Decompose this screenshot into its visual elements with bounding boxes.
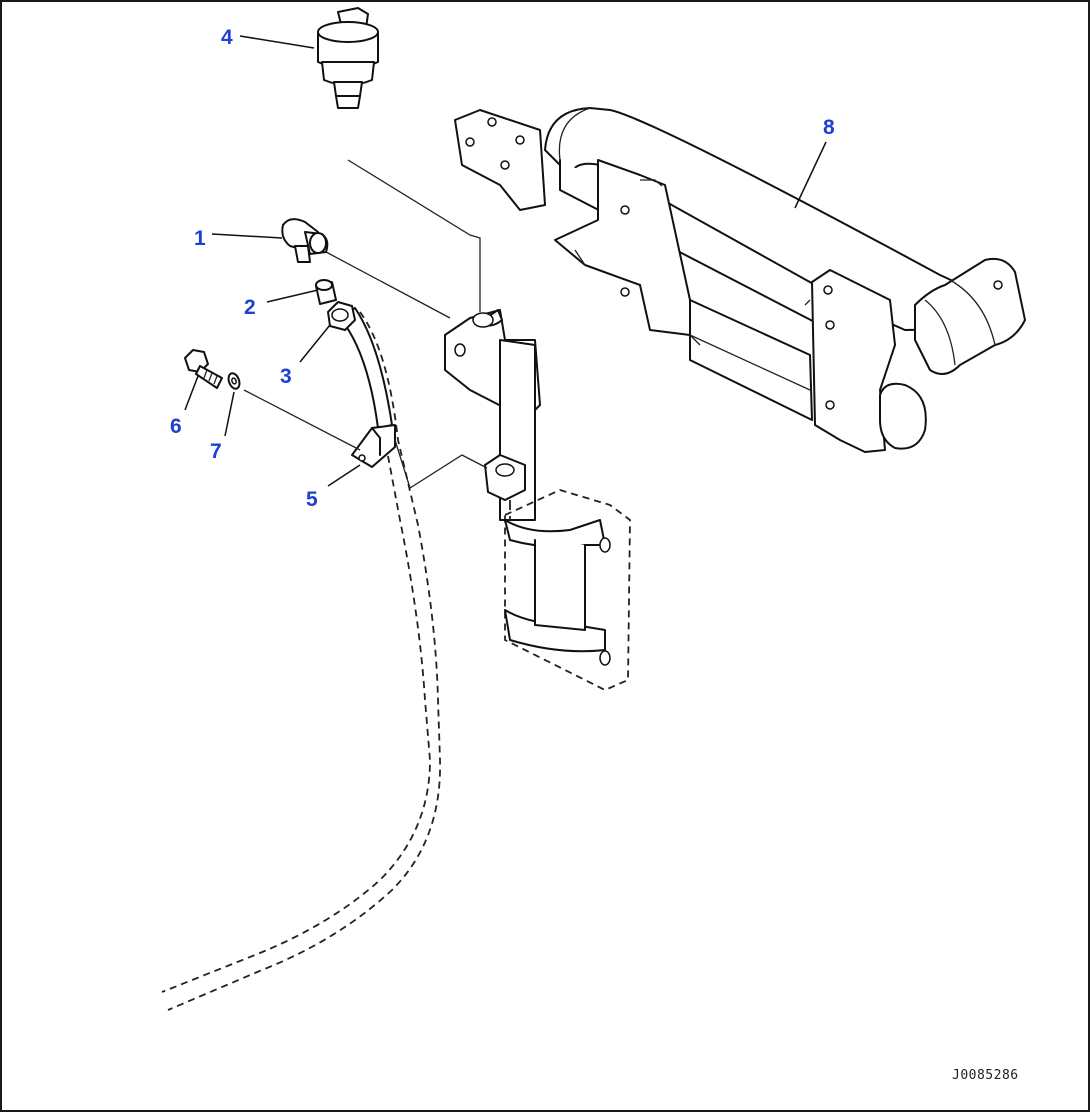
hose-nut-part-3 (327, 301, 356, 331)
washer-part-7 (227, 372, 241, 390)
callout-4: 4 (221, 26, 233, 49)
hydraulic-hose (161, 307, 441, 1011)
pressure-switch-part-4 (317, 7, 379, 109)
callout-8: 8 (823, 116, 835, 139)
elbow-fitting-part-1 (281, 218, 329, 263)
callout-7: 7 (210, 440, 222, 463)
adapter-part-2 (315, 279, 337, 305)
callout-3: 3 (280, 365, 292, 388)
callout-1: 1 (194, 227, 206, 250)
clamp-part-5 (351, 424, 396, 468)
callout-6: 6 (170, 415, 182, 438)
drawing-code: J0085286 (952, 1068, 1019, 1083)
callout-5: 5 (306, 488, 318, 511)
assembly-guide-lines (243, 159, 811, 490)
bolt-part-6 (184, 349, 223, 389)
frame-structure-part-8 (444, 107, 1026, 691)
callout-leaders (184, 35, 827, 487)
callout-2: 2 (244, 296, 256, 319)
